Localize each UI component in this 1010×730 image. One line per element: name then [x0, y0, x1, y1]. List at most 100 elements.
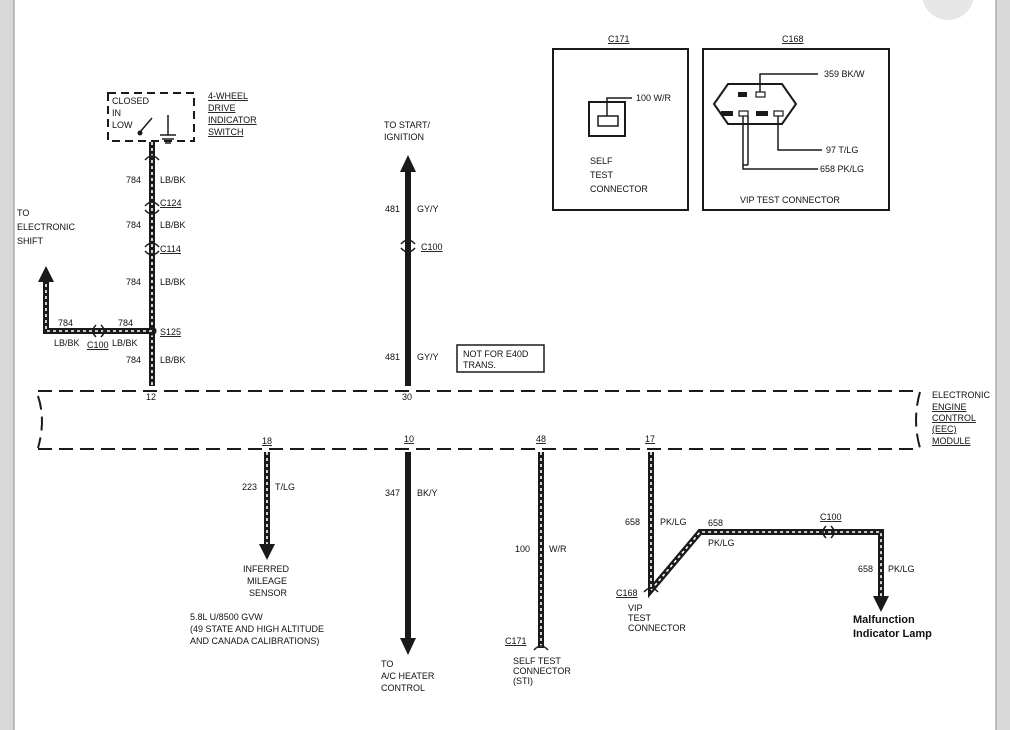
- destination-line: MILEAGE: [247, 576, 287, 586]
- arrow-down-icon: [259, 544, 275, 560]
- module-name-line: MODULE: [932, 436, 971, 446]
- wire-color: LB/BK: [160, 220, 186, 230]
- switch-box: [107, 92, 195, 142]
- switch-name-line: SWITCH: [208, 127, 244, 137]
- arrow-up-icon: [38, 266, 54, 282]
- module-pin: 17: [645, 434, 655, 444]
- destination-line: SELF TEST: [513, 656, 561, 666]
- module-pin: 12: [146, 392, 156, 402]
- wire-color: T/LG: [275, 482, 295, 492]
- wire-color: PK/LG: [708, 538, 735, 548]
- module-name-line: ENGINE: [932, 402, 967, 412]
- left-frame-edge: [0, 0, 14, 730]
- switch-name-line: 4-WHEEL: [208, 91, 248, 101]
- switch-name-line: DRIVE: [208, 103, 236, 113]
- caption-line: SELF: [590, 156, 613, 166]
- connector-c100-symbol: [400, 239, 416, 253]
- right-frame-edge: [996, 0, 1010, 730]
- pin-wire-label: 658 PK/LG: [820, 164, 864, 174]
- note-line: NOT FOR E40D: [463, 349, 529, 359]
- note-box: [456, 344, 545, 373]
- module-name-line: ELECTRONIC: [932, 390, 991, 400]
- wire-100-circuit: 48 100 W/R C171 SELF TEST CONNECTOR (STI…: [505, 434, 571, 686]
- module-pin: 48: [536, 434, 546, 444]
- pin-wire-label: 97 T/LG: [826, 145, 858, 155]
- connector-label: C124: [160, 198, 182, 208]
- connector-body: [712, 83, 798, 125]
- wire-color: GY/Y: [417, 352, 439, 362]
- wire-color: W/R: [549, 544, 567, 554]
- wire-number: 784: [58, 318, 73, 328]
- wire-number: 100: [515, 544, 530, 554]
- destination-line: CONNECTOR: [513, 666, 571, 676]
- connector-c100-symbol: [92, 324, 105, 338]
- destination-line: TEST: [628, 613, 652, 623]
- switch-contact: [139, 117, 153, 133]
- connector-label: C100: [820, 512, 842, 522]
- wire-color: LB/BK: [160, 277, 186, 287]
- destination-line: CONNECTOR: [628, 623, 686, 633]
- switch-state-line: CLOSED: [112, 96, 150, 106]
- wire-number: 784: [126, 220, 141, 230]
- destination-line: IGNITION: [384, 132, 424, 142]
- eec-module: ELECTRONIC ENGINE CONTROL (EEC) MODULE: [37, 390, 991, 450]
- wire-color: LB/BK: [160, 175, 186, 185]
- connector-label: C100: [87, 340, 109, 350]
- wire-347-circuit: 10 347 BK/Y TO A/C HEATER CONTROL: [381, 434, 438, 693]
- connector-label: C168: [616, 588, 638, 598]
- wire-number: 784: [118, 318, 133, 328]
- c168-box: [702, 48, 890, 211]
- wire-784-circuit: 784 LB/BK C124 784 LB/BK C114 784 LB/BK …: [126, 142, 186, 402]
- module-pin: 30: [402, 392, 412, 402]
- c171-connector-view: C171 100 W/R SELF TEST CONNECTOR: [552, 34, 689, 211]
- destination-line: INFERRED: [243, 564, 290, 574]
- wire-number: 481: [385, 352, 400, 362]
- destination-line: ELECTRONIC: [17, 222, 76, 232]
- corner-button[interactable]: [922, 0, 974, 20]
- connector-view-label: C171: [608, 34, 630, 44]
- destination-line: CONTROL: [381, 683, 425, 693]
- wire-number: 481: [385, 204, 400, 214]
- pin-wire-label: 359 BK/W: [824, 69, 865, 79]
- connector-view-label: C168: [782, 34, 804, 44]
- lamp-label-line: Indicator Lamp: [853, 628, 932, 640]
- destination-line: TO: [381, 659, 393, 669]
- wire-658-circuit: 17 658 PK/LG 658 PK/LG C100 658 PK/LG C1…: [616, 434, 932, 640]
- destination-line: A/C HEATER: [381, 671, 435, 681]
- module-pin: 18: [262, 436, 272, 446]
- splice-label: S125: [160, 327, 181, 337]
- connector-label: C171: [505, 636, 527, 646]
- connector-c124-symbol: [144, 201, 160, 215]
- caption-line: CONNECTOR: [590, 184, 648, 194]
- wire-color: BK/Y: [417, 488, 438, 498]
- wire-number: 784: [126, 175, 141, 185]
- calibration-note-line: AND CANADA CALIBRATIONS): [190, 636, 319, 646]
- connector-label: C114: [160, 244, 181, 254]
- wire-number: 223: [242, 482, 257, 492]
- wire-481-circuit: TO START/ IGNITION 481 GY/Y C100 481 GY/…: [384, 120, 545, 402]
- arrow-up-icon: [400, 155, 416, 172]
- caption-line: TEST: [590, 170, 614, 180]
- wire-number: 658: [708, 518, 723, 528]
- wire-color: LB/BK: [54, 338, 80, 348]
- wire-223-circuit: 18 223 T/LG INFERRED MILEAGE SENSOR 5.8L…: [190, 436, 324, 646]
- switch-name-line: INDICATOR: [208, 115, 257, 125]
- caption-line: VIP TEST CONNECTOR: [740, 195, 840, 205]
- wire-number: 658: [625, 517, 640, 527]
- destination-line: VIP: [628, 603, 643, 613]
- c168-connector-view: C168 359 BK/W 97 T/LG 658 PK/LG VIP TEST…: [702, 34, 890, 211]
- ground-icon: [160, 134, 176, 144]
- wire-number: 784: [126, 355, 141, 365]
- module-name-line: CONTROL: [932, 413, 976, 423]
- note-line: TRANS.: [463, 360, 496, 370]
- connector-c114-symbol: [144, 242, 160, 256]
- destination-line: TO START/: [384, 120, 431, 130]
- switch-state-line: LOW: [112, 120, 133, 130]
- wire-color: PK/LG: [660, 517, 687, 527]
- connector-c100-symbol: [822, 525, 835, 539]
- electronic-shift-branch: TO ELECTRONIC SHIFT 784 LB/BK C100 784 L…: [17, 208, 152, 350]
- module-pin: 10: [404, 434, 414, 444]
- switch-state-line: IN: [112, 108, 121, 118]
- destination-line: SENSOR: [249, 588, 288, 598]
